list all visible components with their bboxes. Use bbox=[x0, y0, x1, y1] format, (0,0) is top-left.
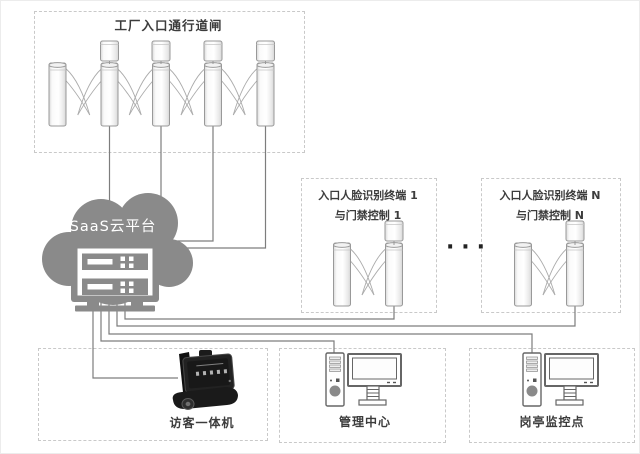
desktop-computer-icon bbox=[325, 352, 402, 407]
desktop-computer-icon bbox=[522, 352, 599, 407]
turnstile-gate-icon-n bbox=[515, 221, 585, 306]
face-terminal-icon bbox=[203, 40, 223, 62]
terminal-box-1 bbox=[301, 178, 437, 313]
terminal-1-label-line2: 与门禁控制 1 bbox=[334, 209, 402, 222]
terminal-box-n bbox=[481, 178, 621, 313]
ellipsis-between-terminals: ··· bbox=[445, 235, 493, 260]
factory-gate-title: 工厂入口通行道闸 bbox=[114, 18, 223, 33]
terminal-n-label-line2: 与门禁控制 N bbox=[515, 209, 585, 222]
visitor-kiosk-label: 访客一体机 bbox=[169, 416, 235, 430]
booth-monitor-label: 岗亭监控点 bbox=[519, 415, 585, 429]
face-terminal-icon bbox=[100, 40, 119, 62]
connector-lines bbox=[92, 126, 576, 379]
face-terminal-icon bbox=[256, 40, 275, 62]
factory-entrance-gate-box bbox=[34, 11, 305, 153]
visitor-kiosk-box bbox=[38, 348, 268, 441]
cloud-platform-label: SaaS云平台 bbox=[69, 219, 157, 235]
booth-monitor-box bbox=[469, 348, 635, 443]
terminal-1-label-line1: 入口人脸识别终端 1 bbox=[318, 189, 418, 202]
management-center-box bbox=[279, 348, 446, 443]
face-terminal-icon bbox=[151, 40, 171, 62]
visitor-kiosk-icon bbox=[172, 350, 238, 410]
factory-turnstile-row-icon bbox=[48, 40, 275, 127]
management-center-label: 管理中心 bbox=[338, 415, 391, 429]
terminal-n-label-line1: 入口人脸识别终端 N bbox=[499, 189, 601, 202]
turnstile-gate-icon-1 bbox=[334, 221, 404, 306]
server-rack-icon bbox=[71, 242, 159, 312]
